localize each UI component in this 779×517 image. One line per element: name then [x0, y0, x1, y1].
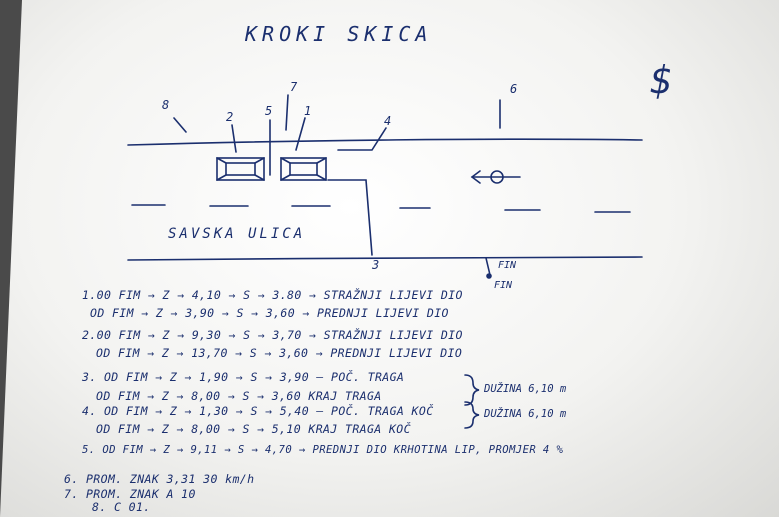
marker-2: 2 — [226, 110, 234, 124]
marker-1: 1 — [304, 104, 312, 118]
fin-label: FIN — [494, 280, 513, 291]
note-line: OD FIM → Z → 3,90 → S → 3,60 → PREDNJI L… — [90, 306, 449, 320]
marker-5: 5 — [265, 104, 273, 118]
note-line: 2.00 FIM → Z → 9,30 → S → 3,70 → STRAŽNJ… — [82, 328, 463, 342]
marker-8: 8 — [162, 98, 170, 112]
note-line: 4. OD FIM → Z → 1,30 → S → 5,40 – POČ. T… — [82, 404, 434, 418]
length-note-3: DUŽINA 6,10 m — [484, 383, 567, 395]
street-label: SAVSKA ULICA — [168, 226, 306, 242]
fin-point — [486, 273, 492, 279]
vehicle-2 — [216, 157, 265, 181]
corner-symbol: $ — [650, 58, 673, 102]
length-note-4: DUŽINA 6,10 m — [484, 408, 567, 420]
note-line: 7. PROM. ZNAK A 10 — [64, 487, 196, 501]
wheel-mark — [490, 170, 504, 184]
sketch-title: KROKI SKICA — [245, 22, 433, 46]
brace-4 — [464, 401, 480, 429]
note-line: OD FIM → Z → 13,70 → S → 3,60 → PREDNJI … — [96, 346, 463, 360]
note-line: 6. PROM. ZNAK 3,31 30 km/h — [64, 472, 255, 486]
note-line: OD FIM → Z → 8,00 → S → 3,60 KRAJ TRAGA — [96, 389, 382, 403]
marker-3: 3 — [372, 258, 380, 272]
note-line: 3. OD FIM → Z → 1,90 → S → 3,90 – POČ. T… — [82, 370, 405, 384]
table-background — [0, 0, 22, 517]
road-edge-top — [127, 138, 643, 146]
marker-6: 6 — [510, 82, 518, 96]
vehicle-1 — [280, 157, 327, 181]
marker-7: 7 — [290, 80, 298, 94]
road-edge-bottom — [127, 256, 643, 261]
note-line: OD FIM → Z → 8,00 → S → 5,10 KRAJ TRAGA … — [96, 422, 411, 436]
brace-3 — [464, 374, 480, 406]
marker-4: 4 — [384, 114, 392, 128]
fin-label: FIN — [498, 260, 517, 271]
note-line: 1.00 FIM → Z → 4,10 → S → 3.80 → STRAŽNJ… — [82, 288, 463, 302]
note-line: 5. OD FIM → Z → 9,11 → S → 4,70 → PREDNJ… — [82, 444, 564, 456]
note-line: 8. C 01. — [92, 500, 151, 514]
